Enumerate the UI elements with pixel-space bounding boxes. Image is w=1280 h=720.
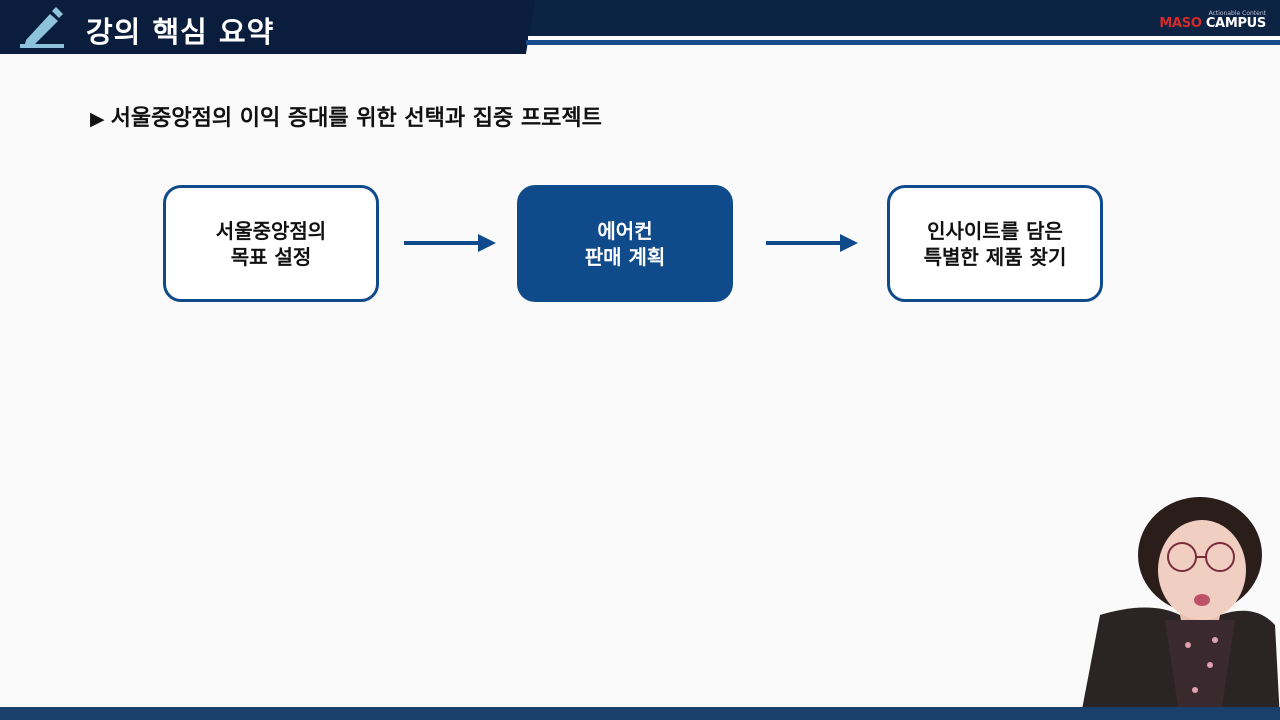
brand-name: MASO CAMPUS: [1159, 17, 1266, 31]
brand-name-part2: CAMPUS: [1205, 16, 1266, 31]
footer-band: [0, 707, 1280, 720]
flow-step-goal: 서울중앙점의 목표 설정: [163, 185, 379, 302]
header-divider-blue: [526, 40, 1280, 45]
brand-name-part1: MASO: [1159, 16, 1202, 31]
brand-logo: Actionable Content MASO CAMPUS: [1159, 10, 1266, 31]
header-divider-white: [528, 36, 1280, 40]
section-title-text: 서울중앙점의 이익 증대를 위한 선택과 집중 프로젝트: [110, 106, 602, 131]
flow-step-label: 에어컨 판매 계획: [584, 218, 666, 269]
presenter-video: [1080, 497, 1280, 720]
pencil-icon: [20, 7, 64, 48]
flow-step-aircon: 에어컨 판매 계획: [517, 185, 733, 302]
flow-step-label: 서울중앙점의 목표 설정: [215, 218, 327, 269]
bullet-triangle-icon: ▶: [90, 108, 105, 130]
header-title-tab: [0, 0, 535, 54]
flow-step-label: 인사이트를 담은 특별한 제품 찾기: [923, 218, 1067, 269]
section-title: ▶서울중앙점의 이익 증대를 위한 선택과 집중 프로젝트: [90, 100, 602, 132]
page-title: 강의 핵심 요약: [86, 15, 275, 49]
arrow-right-icon: [766, 234, 858, 252]
flow-step-insight: 인사이트를 담은 특별한 제품 찾기: [887, 185, 1103, 302]
brand-tagline: Actionable Content: [1208, 10, 1266, 17]
arrow-right-icon: [404, 234, 496, 252]
